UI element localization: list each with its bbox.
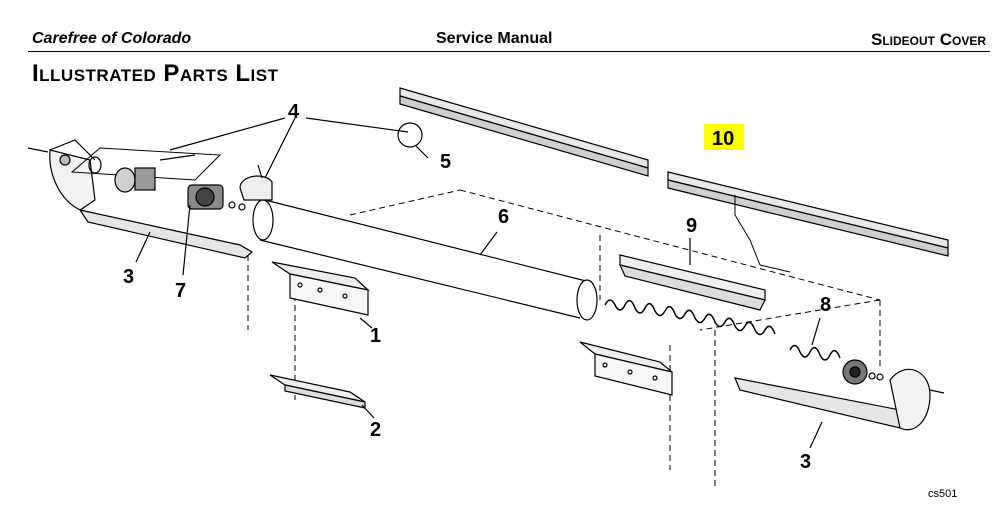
part-3-left-endcap (27, 139, 254, 259)
callout-1: 1 (370, 325, 381, 347)
part-6-roller-tube (252, 199, 598, 321)
part-10-rail (399, 87, 949, 273)
part-4-clamp (239, 164, 273, 201)
part-5-disc (397, 122, 423, 148)
part-2-bracket (269, 374, 366, 409)
header-rule (28, 51, 990, 52)
part-1-bracket-right (579, 341, 673, 396)
part-7-hub (70, 147, 246, 211)
part-3-right-endcap (734, 368, 945, 431)
part-10-highlight (704, 124, 744, 150)
callout-9: 9 (686, 215, 697, 237)
callout-10: 10 (712, 128, 734, 150)
part-9-channel (618, 254, 766, 311)
part-8-hub (842, 359, 884, 385)
callout-8: 8 (820, 294, 831, 316)
dashed-guides (247, 189, 881, 490)
callout-6: 6 (498, 206, 509, 228)
callout-3-left: 3 (123, 266, 134, 288)
drawing-code: cs501 (928, 488, 957, 500)
callout-3-right: 3 (800, 451, 811, 473)
callout-4: 4 (288, 101, 300, 123)
part-1-bracket-left (271, 261, 370, 316)
header-manual-title: Service Manual (436, 30, 553, 47)
header-company: Carefree of Colorado (32, 30, 192, 47)
page-title: Illustrated Parts List (32, 60, 279, 87)
leader-lines (135, 117, 823, 449)
header-section: Slideout Cover (870, 30, 986, 49)
spring (604, 299, 841, 361)
callout-2: 2 (370, 419, 381, 441)
callout-5: 5 (440, 151, 451, 173)
callout-7: 7 (175, 280, 186, 302)
